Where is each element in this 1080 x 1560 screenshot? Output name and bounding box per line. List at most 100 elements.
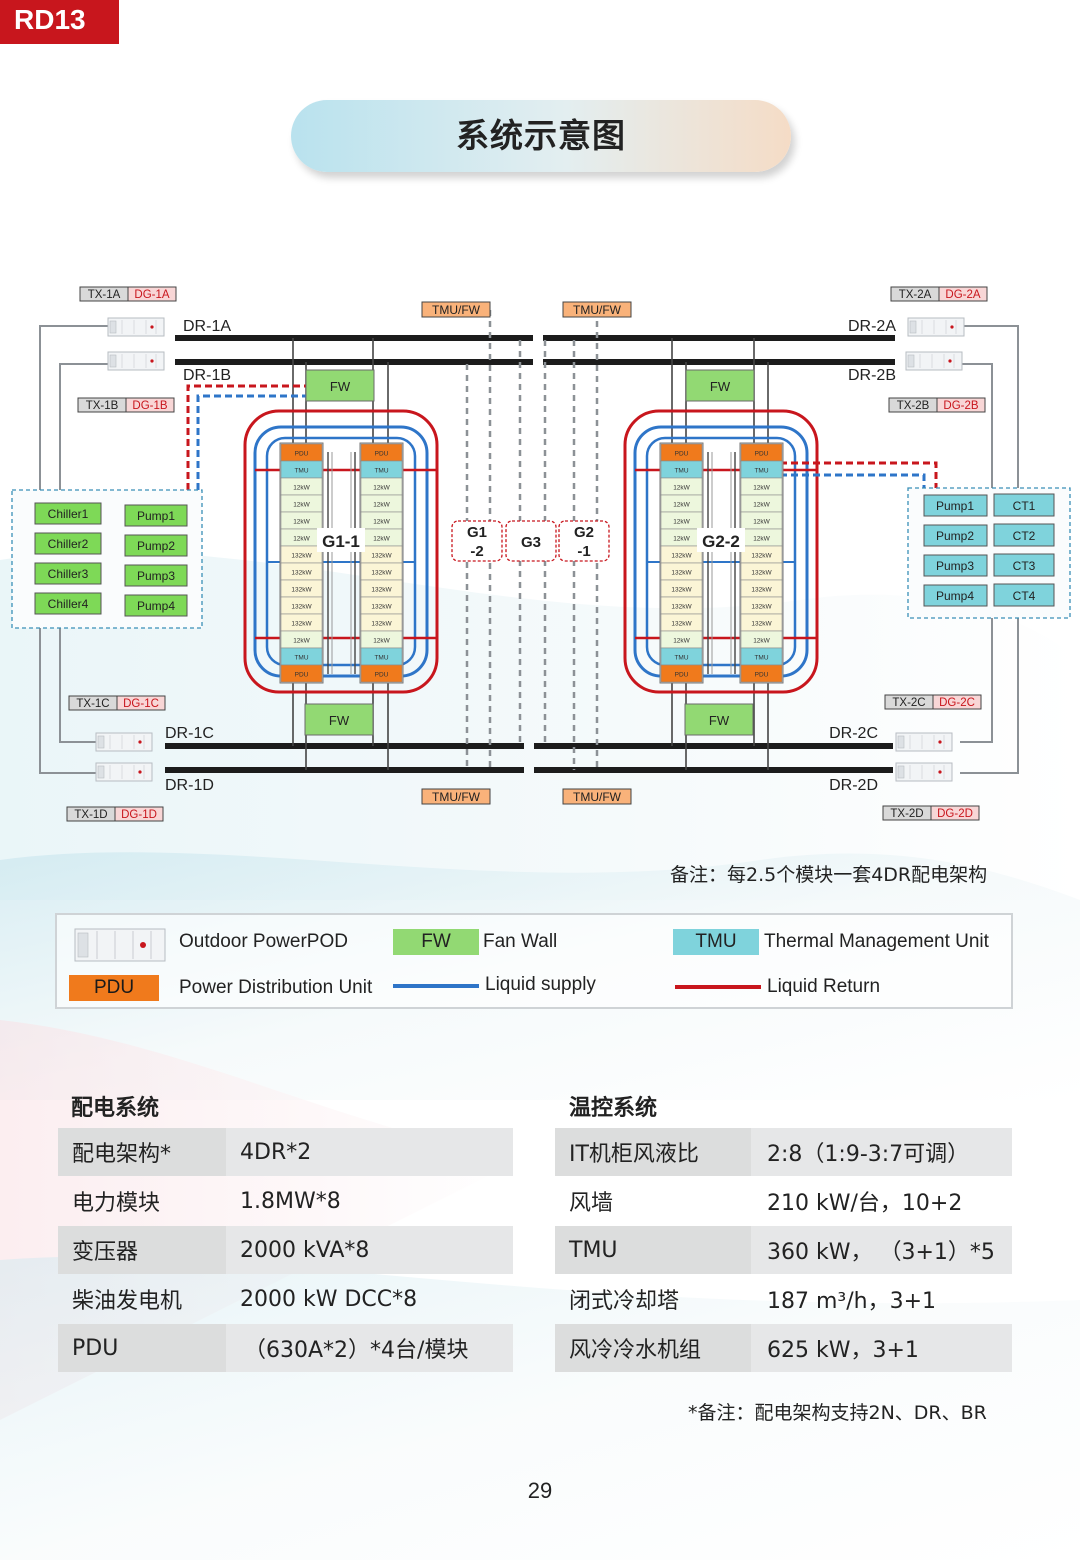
pump-box [923, 524, 988, 547]
group-g21-line2: -1 [577, 543, 590, 560]
group-g12-box [451, 520, 503, 562]
cooling-tower-box [993, 493, 1055, 517]
tx-label: TX-1C [76, 698, 109, 710]
thermal-spec-value: 625 kW，3+1 [767, 1338, 919, 1363]
module-note: 备注：每2.5个模块一套4DR配电架构 [670, 864, 988, 886]
rack-cell-label: 12kW [673, 485, 690, 492]
rack-cell-label: 132kW [371, 604, 392, 611]
rack-cell-label: PDU [675, 451, 689, 458]
cooling-tower-label: CT3 [1013, 559, 1036, 573]
rack-cell-label: TMU [374, 655, 388, 662]
rack-cell-label: 12kW [673, 638, 690, 645]
rack-cell-label: 12kW [673, 502, 690, 509]
rack-cell-label: TMU [754, 468, 768, 475]
fan-wall-box [304, 703, 374, 736]
chiller-box [34, 532, 102, 555]
power-spec-value: 2000 kVA*8 [240, 1237, 370, 1263]
dg-label: DG-1C [123, 698, 159, 710]
rack-cell-label: 132kW [751, 570, 772, 577]
chiller-label: Chiller3 [48, 567, 89, 581]
thermal-spec-key: 风冷冷水机组 [569, 1338, 702, 1363]
legend-pdu-swatch: PDU [69, 975, 159, 1001]
legend-supply-line [393, 984, 479, 988]
thermal-spec-row: 风冷冷水机组 625 kW，3+1 [555, 1324, 1012, 1372]
power-spec-row: 配电架构*4DR*2 [58, 1128, 513, 1176]
legend-fw-label: Fan Wall [483, 931, 558, 952]
rack-cell-label: 12kW [373, 519, 390, 526]
thermal-spec-key: 闭式冷却塔 [569, 1289, 680, 1314]
dg-label: DG-1A [134, 289, 169, 301]
dr-label: DR-2D [829, 777, 878, 794]
rack-cell-label: 12kW [753, 502, 770, 509]
thermal-spec-key: IT机柜风液比 [569, 1142, 699, 1167]
rack-cell-label: 132kW [671, 604, 692, 611]
fan-wall-label: FW [330, 379, 351, 394]
dg-tag [930, 805, 980, 821]
legend-tmu-label: Thermal Management Unit [764, 931, 989, 952]
rack-cell-label: PDU [295, 451, 309, 458]
fan-wall-label: FW [709, 713, 730, 728]
rack-cell-label: 132kW [291, 553, 312, 560]
dg-tag [932, 694, 982, 710]
power-spec-value: （630A*2）*4台/模块 [244, 1338, 469, 1363]
rack-cell-label: 132kW [751, 553, 772, 560]
rack-cell-label: TMU [294, 468, 308, 475]
pdu-cell [360, 664, 403, 683]
pump-box [124, 594, 188, 617]
page-number: 29 [527, 1478, 553, 1503]
rack-cell-label: TMU [294, 655, 308, 662]
power-system-title: 配电系统 [71, 1096, 160, 1121]
group-g22-label: G2-2 [702, 532, 740, 551]
dr-label: DR-1B [183, 367, 231, 384]
pump-label: Pump4 [936, 589, 974, 603]
dg-tag [114, 806, 164, 822]
group-g12-line1: G1 [467, 524, 487, 541]
tx-label: TX-2A [899, 289, 932, 301]
thermal-system-title: 温控系统 [569, 1096, 658, 1121]
pdu-cell [660, 664, 703, 683]
power-spec-key-cell [58, 1324, 226, 1372]
power-spec-key: 电力模块 [72, 1191, 161, 1216]
dg-label: DG-2A [945, 289, 980, 301]
dg-tag [938, 286, 988, 302]
group-g3-box [505, 520, 557, 562]
rack-cell-label: 12kW [293, 502, 310, 509]
tx-label: TX-1B [86, 400, 119, 412]
thermal-spec-value: 187 m³/h，3+1 [767, 1289, 937, 1314]
dg-label: DG-2B [943, 400, 978, 412]
cooling-tower-box [993, 553, 1055, 577]
dr-label: DR-1C [165, 725, 214, 742]
tx-label: TX-2C [892, 697, 925, 709]
tmu-fw-label: TMU/FW [573, 790, 622, 804]
dg-tag [127, 286, 177, 302]
legend-return-line [675, 985, 761, 989]
pump-box [124, 534, 188, 557]
pdu-cell [740, 664, 783, 683]
tx-label: TX-2D [890, 808, 923, 820]
rack-cell-label: 12kW [673, 519, 690, 526]
rack-cell-label: TMU [374, 468, 388, 475]
rack-cell-label: 12kW [673, 536, 690, 543]
plant-connections [186, 384, 938, 490]
rack-cell-label: 12kW [293, 536, 310, 543]
tx-label: TX-1D [74, 809, 107, 821]
rack-cell-label: 132kW [291, 570, 312, 577]
rack-cell-label: 12kW [373, 638, 390, 645]
legend: Outdoor PowerPOD FW Fan Wall TMU Thermal… [55, 913, 1013, 1009]
legend-fw-swatch: FW [393, 929, 479, 955]
rack-cell-label: 132kW [291, 621, 312, 628]
rack-cell-label: 12kW [293, 485, 310, 492]
dr-busbars [165, 335, 895, 773]
dg-label: DG-1B [132, 400, 167, 412]
legend-pdu-label: Power Distribution Unit [179, 977, 373, 998]
pump-box [923, 584, 988, 607]
rack-cell-label: 132kW [751, 604, 772, 611]
power-spec-row: PDU（630A*2）*4台/模块 [58, 1324, 513, 1372]
